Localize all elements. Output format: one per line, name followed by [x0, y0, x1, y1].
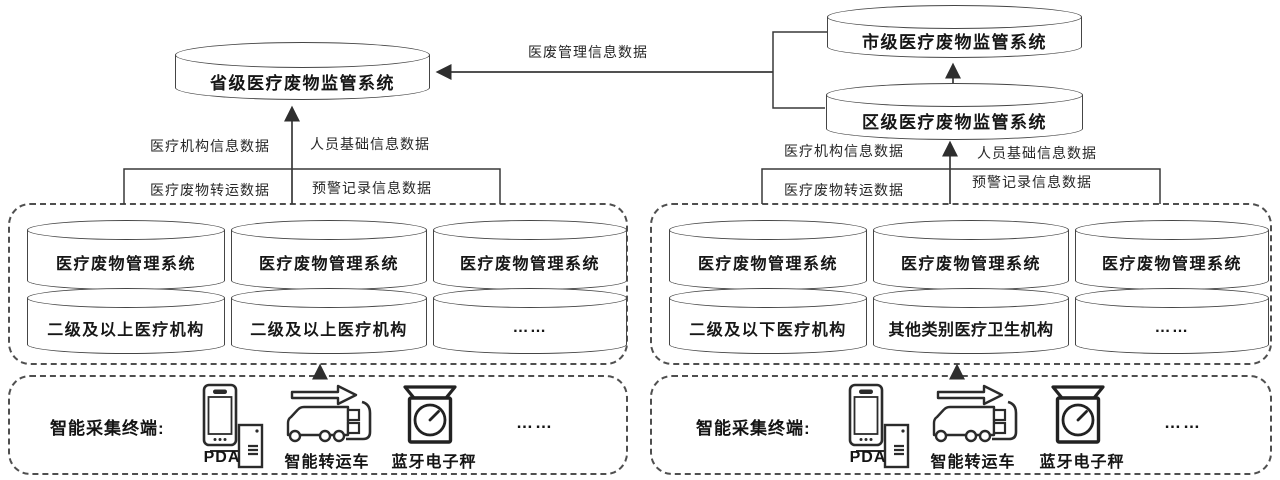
organization-label: 二级及以上医疗机构 — [250, 322, 408, 339]
transfer-truck-icon — [932, 384, 1018, 443]
waste-mgmt-system-db: 医疗废物管理系统 — [231, 220, 427, 290]
terminal-panel-title-right: 智能采集终端: — [696, 419, 811, 438]
flow-label-waste-mgmt-info: 医废管理信息数据 — [528, 44, 648, 60]
cylinder-top — [873, 288, 1069, 308]
organization-label: 二级及以下医疗机构 — [689, 322, 847, 339]
flow-label-institution-info-left: 医疗机构信息数据 — [150, 138, 270, 154]
pda-caption-left: PDA — [203, 449, 241, 466]
cylinder-top — [669, 220, 867, 240]
cylinder-top — [231, 220, 427, 240]
scale-caption-right: 蓝牙电子秤 — [1039, 454, 1125, 471]
truck-caption-right: 智能转运车 — [930, 454, 1016, 471]
cylinder-top — [669, 288, 867, 308]
district-system-db: 区级医疗废物监管系统 — [826, 83, 1083, 140]
transfer-truck-icon — [286, 384, 372, 443]
cylinder-top — [1075, 220, 1269, 240]
cylinder-top — [433, 220, 627, 240]
electronic-scale-icon — [403, 385, 457, 444]
pda-icon — [202, 383, 264, 469]
organization-db: 其他类别医疗卫生机构 — [873, 288, 1069, 354]
provincial-system-db: 省级医疗废物监管系统 — [175, 42, 430, 100]
pda-caption-right: PDA — [849, 449, 887, 466]
flow-label-waste-transfer-right: 医疗废物转运数据 — [784, 182, 904, 198]
system-label: 医疗废物管理系统 — [1101, 256, 1242, 273]
system-label: 医疗废物管理系统 — [697, 256, 838, 273]
organization-db: …… — [1075, 288, 1269, 354]
waste-mgmt-system-db: 医疗废物管理系统 — [873, 220, 1069, 290]
city-system-label: 市级医疗废物监管系统 — [862, 33, 1047, 52]
organization-label: …… — [1154, 319, 1190, 336]
organization-db: 二级及以上医疗机构 — [27, 288, 225, 354]
organization-db: 二级及以下医疗机构 — [669, 288, 867, 354]
system-label: 医疗废物管理系统 — [258, 256, 399, 273]
organization-label: …… — [512, 319, 548, 336]
waste-mgmt-system-db: 医疗废物管理系统 — [669, 220, 867, 290]
cylinder-top — [175, 42, 430, 68]
district-system-label: 区级医疗废物监管系统 — [862, 113, 1047, 132]
flow-label-personnel-info-left: 人员基础信息数据 — [310, 136, 430, 152]
city-system-db: 市级医疗废物监管系统 — [827, 5, 1082, 58]
flow-label-institution-info-right: 医疗机构信息数据 — [784, 143, 904, 159]
waste-mgmt-system-db: 医疗废物管理系统 — [433, 220, 627, 290]
flow-label-personnel-info-right: 人员基础信息数据 — [977, 145, 1097, 161]
waste-mgmt-system-db: 医疗废物管理系统 — [1075, 220, 1269, 290]
more-terminals-left: …… — [516, 413, 554, 432]
cylinder-top — [433, 288, 627, 308]
system-label: 医疗废物管理系统 — [55, 256, 196, 273]
cylinder-top — [27, 288, 225, 308]
flow-label-warning-records-right: 预警记录信息数据 — [972, 174, 1092, 190]
electronic-scale-icon — [1051, 385, 1105, 444]
organization-db: …… — [433, 288, 627, 354]
organization-label: 其他类别医疗卫生机构 — [888, 322, 1054, 339]
pda-icon — [848, 383, 910, 469]
cylinder-top — [27, 220, 225, 240]
waste-mgmt-system-db: 医疗废物管理系统 — [27, 220, 225, 290]
organization-label: 二级及以上医疗机构 — [47, 322, 205, 339]
provincial-system-label: 省级医疗废物监管系统 — [210, 73, 395, 93]
cylinder-top — [1075, 288, 1269, 308]
flow-label-warning-records-left: 预警记录信息数据 — [312, 180, 432, 196]
more-terminals-right: …… — [1164, 413, 1202, 432]
truck-caption-left: 智能转运车 — [284, 454, 370, 471]
cylinder-top — [826, 83, 1083, 107]
organization-db: 二级及以上医疗机构 — [231, 288, 427, 354]
cylinder-top — [827, 5, 1082, 29]
terminal-panel-title-left: 智能采集终端: — [50, 419, 165, 438]
cylinder-top — [873, 220, 1069, 240]
flow-label-waste-transfer-left: 医疗废物转运数据 — [150, 182, 270, 198]
system-label: 医疗废物管理系统 — [459, 256, 600, 273]
system-label: 医疗废物管理系统 — [900, 256, 1041, 273]
cylinder-top — [231, 288, 427, 308]
scale-caption-left: 蓝牙电子秤 — [391, 454, 477, 471]
